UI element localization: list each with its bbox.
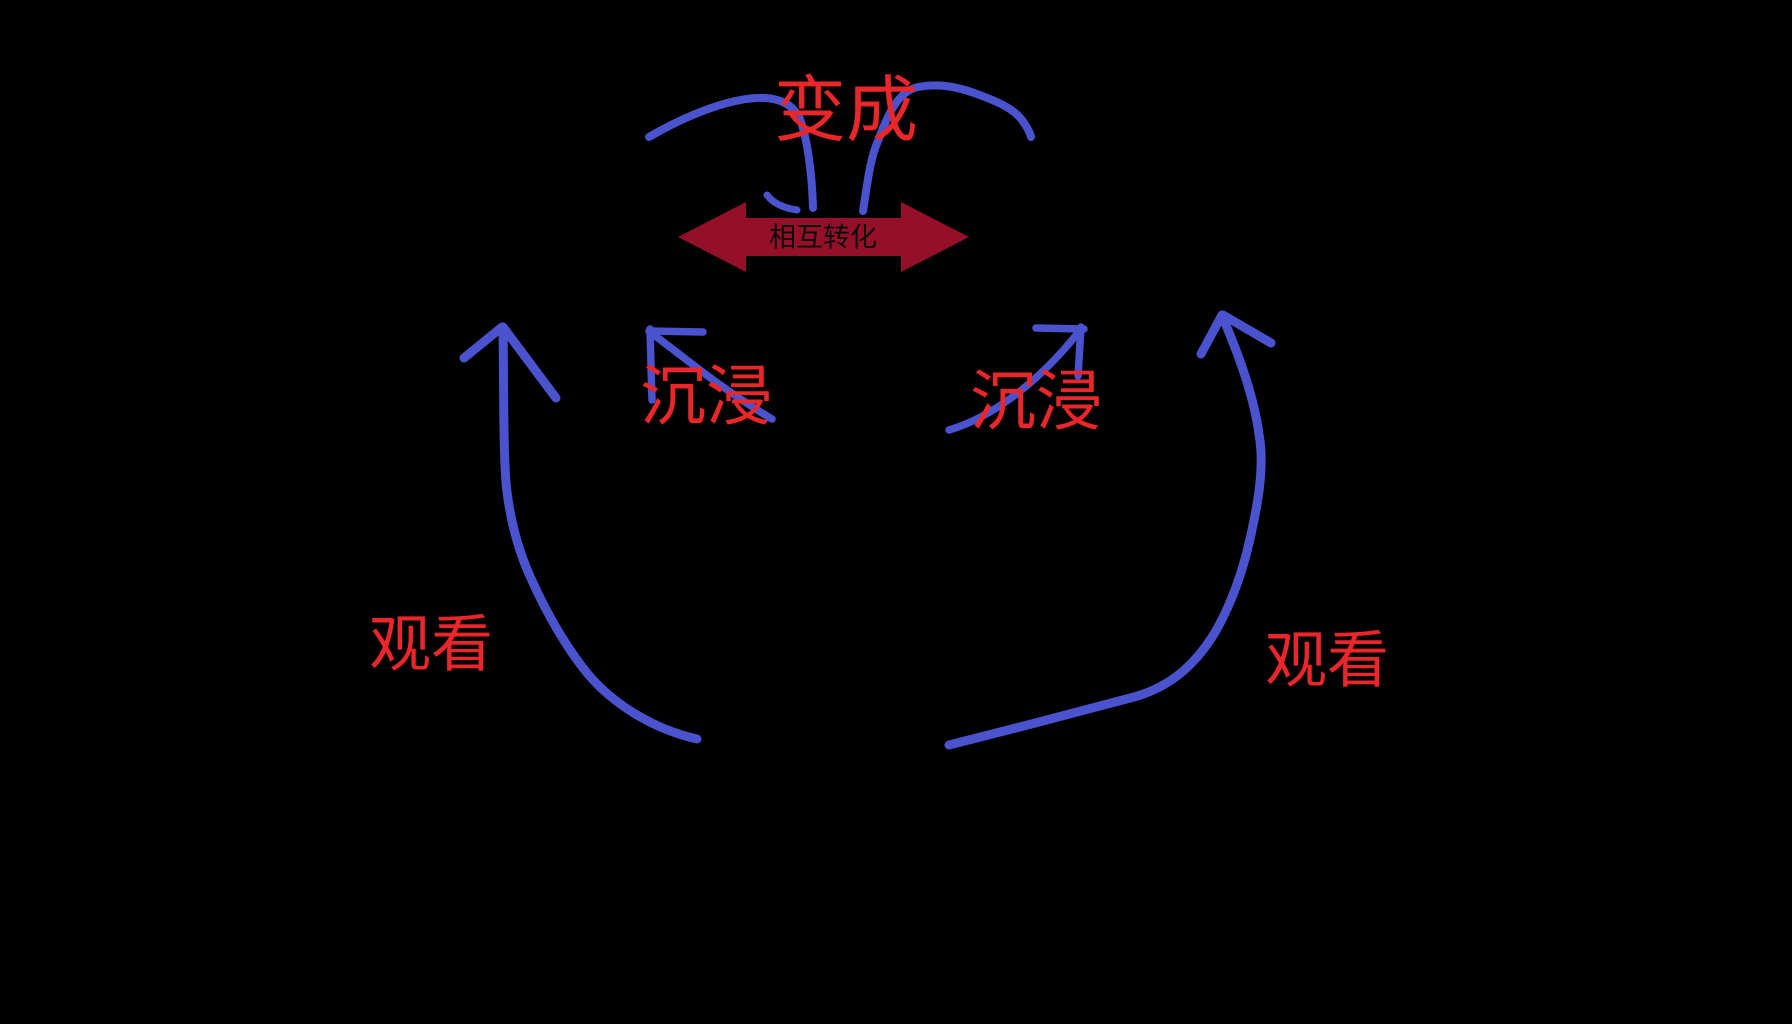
immerse-right-arrowhead-horizontal (1032, 324, 1088, 333)
immerse-right-arrowhead-vertical (1074, 323, 1085, 380)
immerse-left-label: 沉浸 (640, 359, 772, 433)
watch-left-arrow-shaft (498, 324, 702, 744)
become-label: 变成 (774, 71, 918, 151)
immerse-left-arrow (645, 325, 776, 423)
immerse-left-arrow-shaft (647, 329, 776, 423)
hill-curve-right (859, 81, 1035, 215)
watch-right-arrow (944, 310, 1276, 750)
watch-right-arrowhead-right-barb (1218, 310, 1276, 348)
watch-right-arrowhead-left-barb (1196, 310, 1227, 359)
immerse-right-arrow (945, 323, 1088, 434)
watch-left-label: 观看 (369, 611, 493, 680)
immerse-left-arrowhead-horizontal (645, 327, 707, 336)
mutual-transform-arrow (678, 202, 969, 272)
immerse-right-arrow-shaft (945, 325, 1085, 434)
watch-right-arrow-shaft (944, 313, 1266, 750)
hill-hook-stroke (763, 191, 801, 214)
immerse-left-arrowhead-vertical (646, 325, 656, 404)
watch-right-label: 观看 (1265, 627, 1389, 696)
watch-left-arrowhead-left-barb (459, 322, 507, 363)
immerse-right-label: 沉浸 (970, 364, 1102, 438)
hill-curve-left (645, 93, 817, 212)
watch-left-arrowhead-right-barb (498, 322, 561, 403)
mutual-transform-label: 相互转化 (769, 222, 877, 252)
watch-left-arrow (459, 322, 702, 744)
